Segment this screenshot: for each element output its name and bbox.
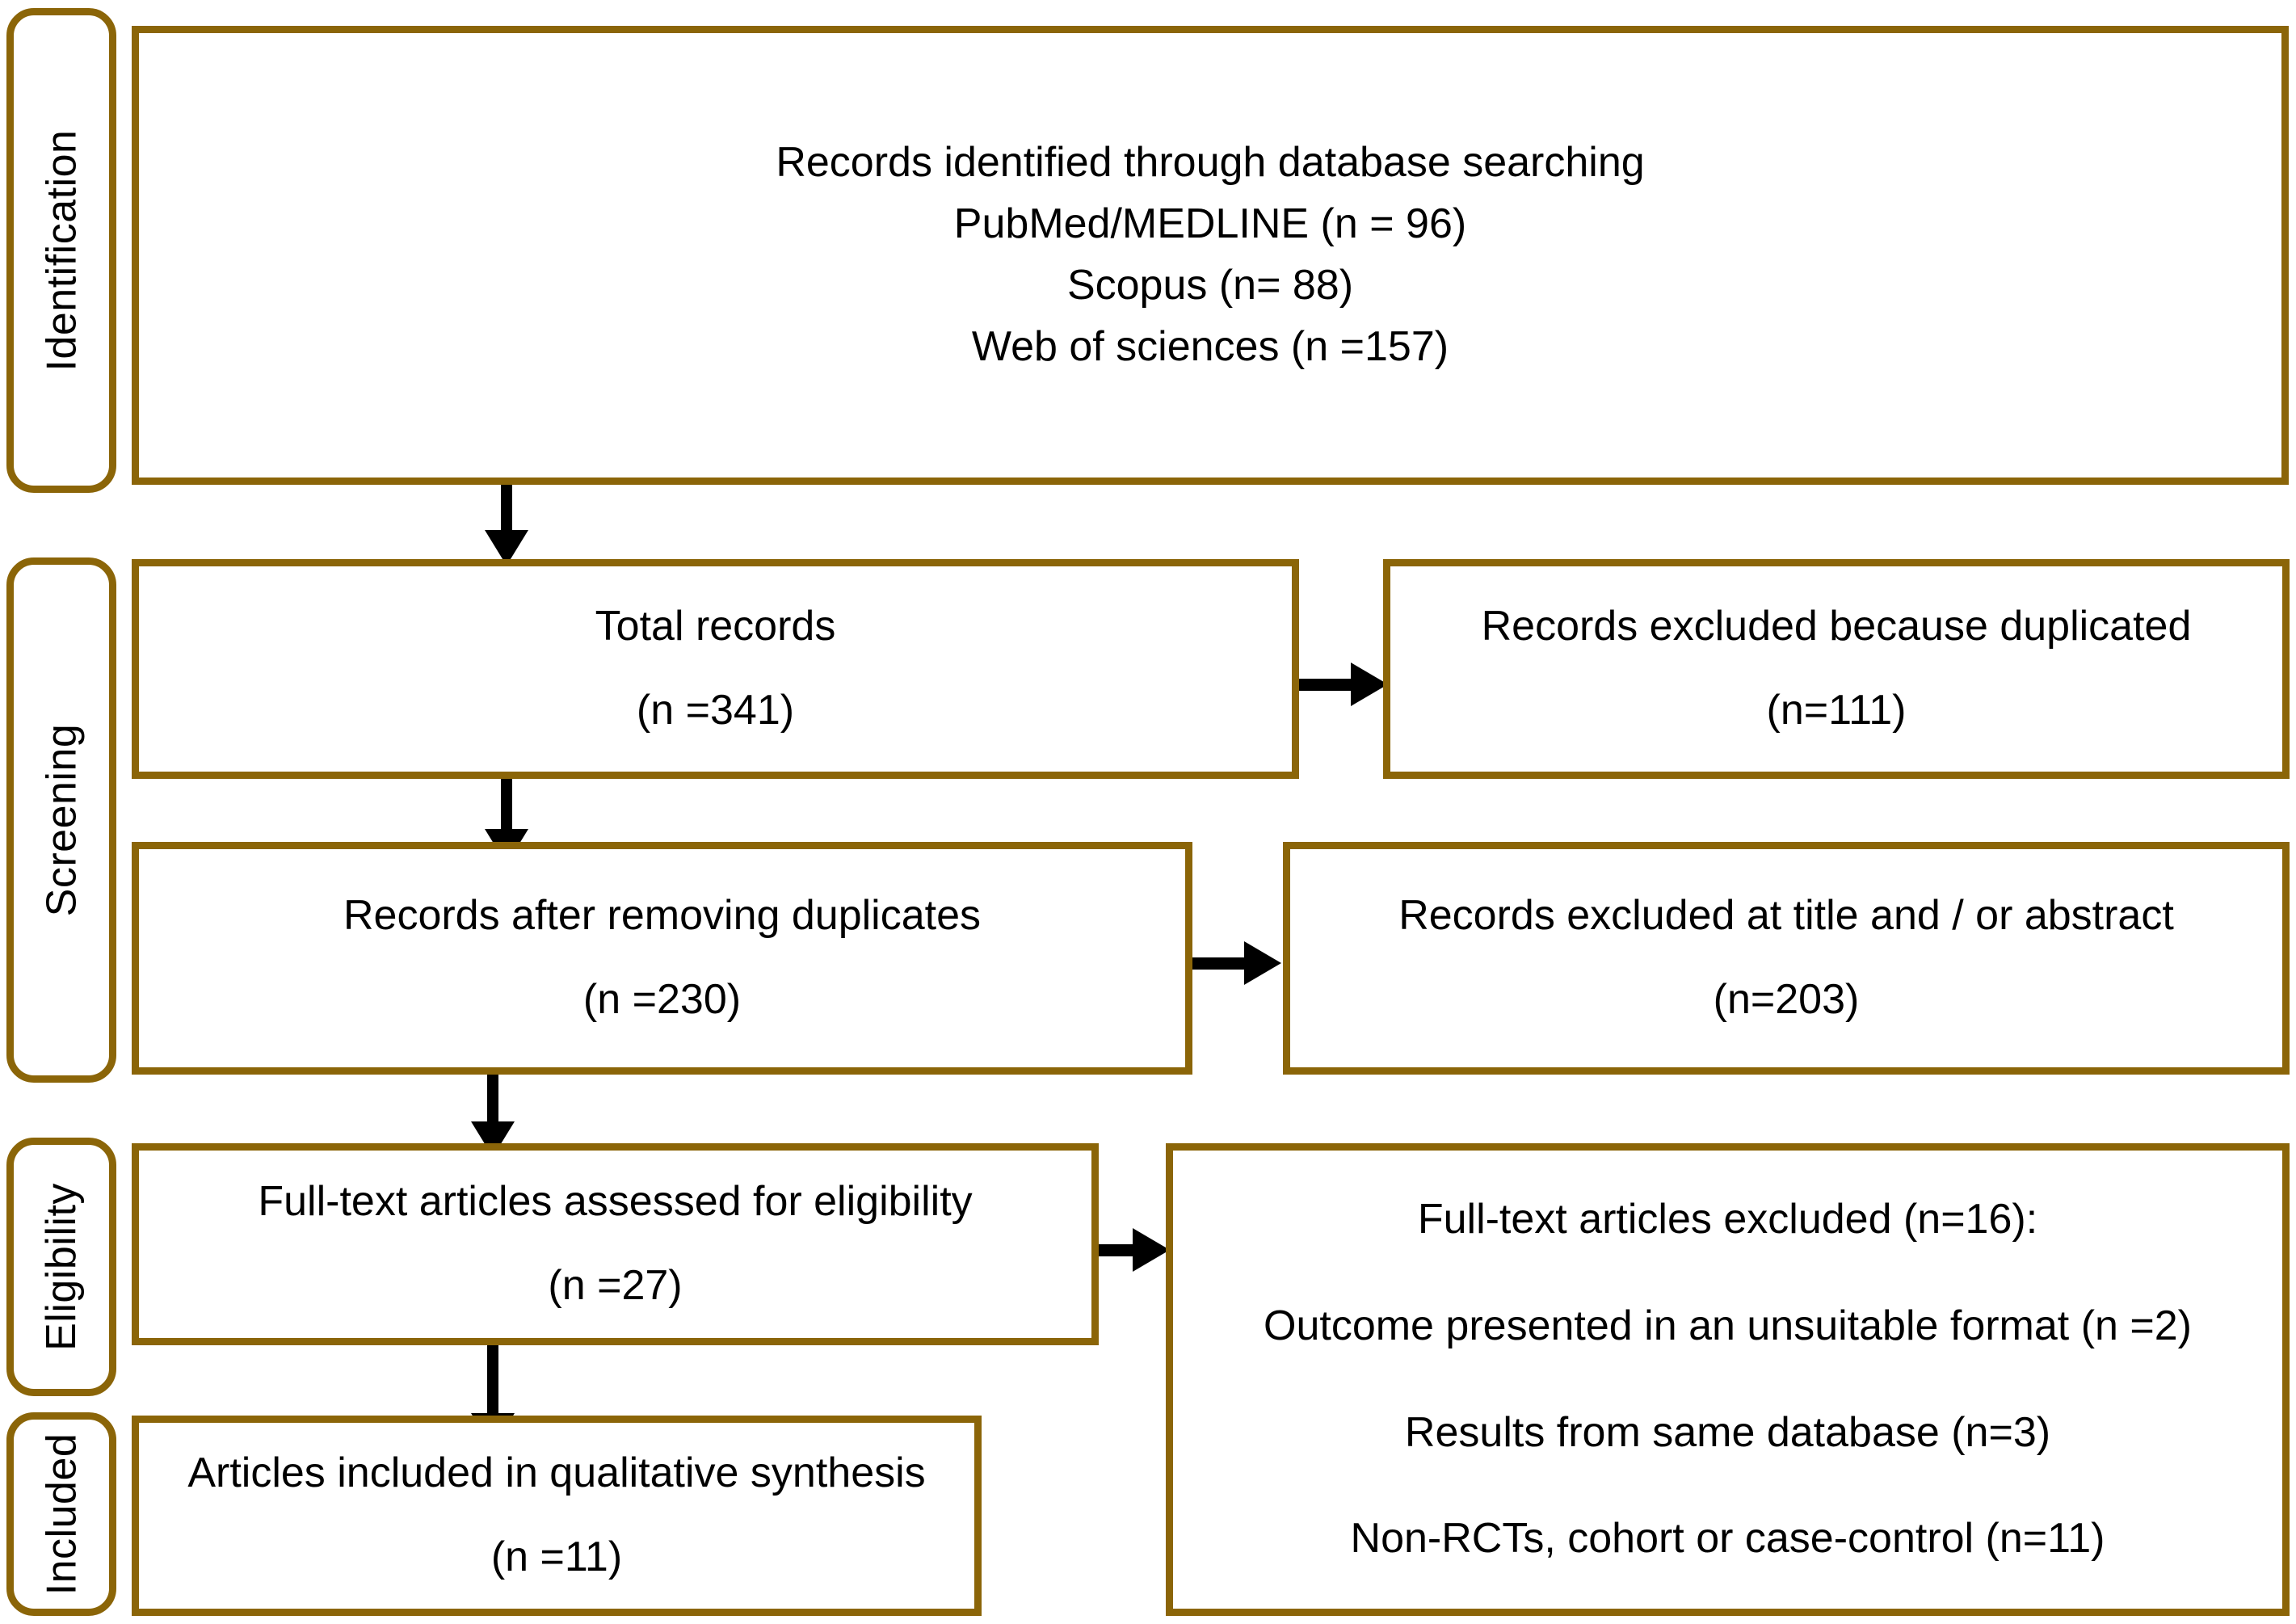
box-records-identified: Records identified through database sear…: [132, 26, 2289, 485]
box-records-identified-line-2: PubMed/MEDLINE (n = 96): [953, 200, 1467, 248]
box-excluded-title-abstract-line-2: (n=203): [1713, 976, 1860, 1023]
box-total-records-line-1: Total records: [595, 603, 836, 650]
box-included-qualitative: Articles included in qualitative synthes…: [132, 1416, 982, 1616]
stage-label-included-text: Included: [38, 1433, 86, 1596]
box-after-removing-duplicates: Records after removing duplicates (n =23…: [132, 842, 1192, 1075]
box-excluded-duplicated-line-2: (n=111): [1766, 687, 1907, 734]
box-included-qualitative-line-1: Articles included in qualitative synthes…: [187, 1449, 926, 1497]
box-fulltext-excluded-line-1: Full-text articles excluded (n=16):: [1417, 1195, 2038, 1243]
box-total-records: Total records (n =341): [132, 559, 1299, 779]
box-fulltext-assessed-line-1: Full-text articles assessed for eligibil…: [258, 1178, 973, 1226]
box-excluded-duplicated-line-1: Records excluded because duplicated: [1481, 603, 2192, 650]
box-excluded-title-abstract: Records excluded at title and / or abstr…: [1283, 842, 2290, 1075]
box-fulltext-excluded-line-4: Non-RCTs, cohort or case-control (n=11): [1350, 1515, 2105, 1563]
box-records-identified-line-3: Scopus (n= 88): [1066, 262, 1354, 309]
box-fulltext-assessed: Full-text articles assessed for eligibil…: [132, 1143, 1099, 1345]
box-fulltext-excluded-line-3: Results from same database (n=3): [1404, 1408, 2051, 1456]
stage-label-included: Included: [6, 1412, 116, 1616]
box-excluded-duplicated: Records excluded because duplicated (n=1…: [1383, 559, 2290, 779]
stage-label-eligibility-text: Eligibility: [38, 1183, 86, 1351]
box-records-identified-line-1: Records identified through database sear…: [776, 139, 1645, 187]
box-included-qualitative-line-2: (n =11): [490, 1534, 623, 1580]
stage-label-screening-text: Screening: [38, 723, 85, 917]
stage-label-screening: Screening: [6, 557, 116, 1083]
box-fulltext-excluded: Full-text articles excluded (n=16): Outc…: [1166, 1143, 2290, 1616]
box-records-identified-line-4: Web of sciences (n =157): [971, 322, 1449, 370]
box-after-removing-duplicates-line-1: Records after removing duplicates: [343, 892, 982, 940]
stage-label-eligibility: Eligibility: [6, 1138, 116, 1396]
box-after-removing-duplicates-line-2: (n =230): [582, 976, 742, 1023]
box-fulltext-assessed-line-2: (n =27): [548, 1262, 683, 1309]
box-excluded-title-abstract-line-1: Records excluded at title and / or abstr…: [1398, 892, 2174, 940]
stage-label-identification: Identification: [6, 8, 116, 493]
box-fulltext-excluded-line-2: Outcome presented in an unsuitable forma…: [1264, 1302, 2192, 1349]
stage-label-identification-text: Identification: [38, 129, 85, 372]
box-total-records-line-2: (n =341): [636, 687, 795, 734]
